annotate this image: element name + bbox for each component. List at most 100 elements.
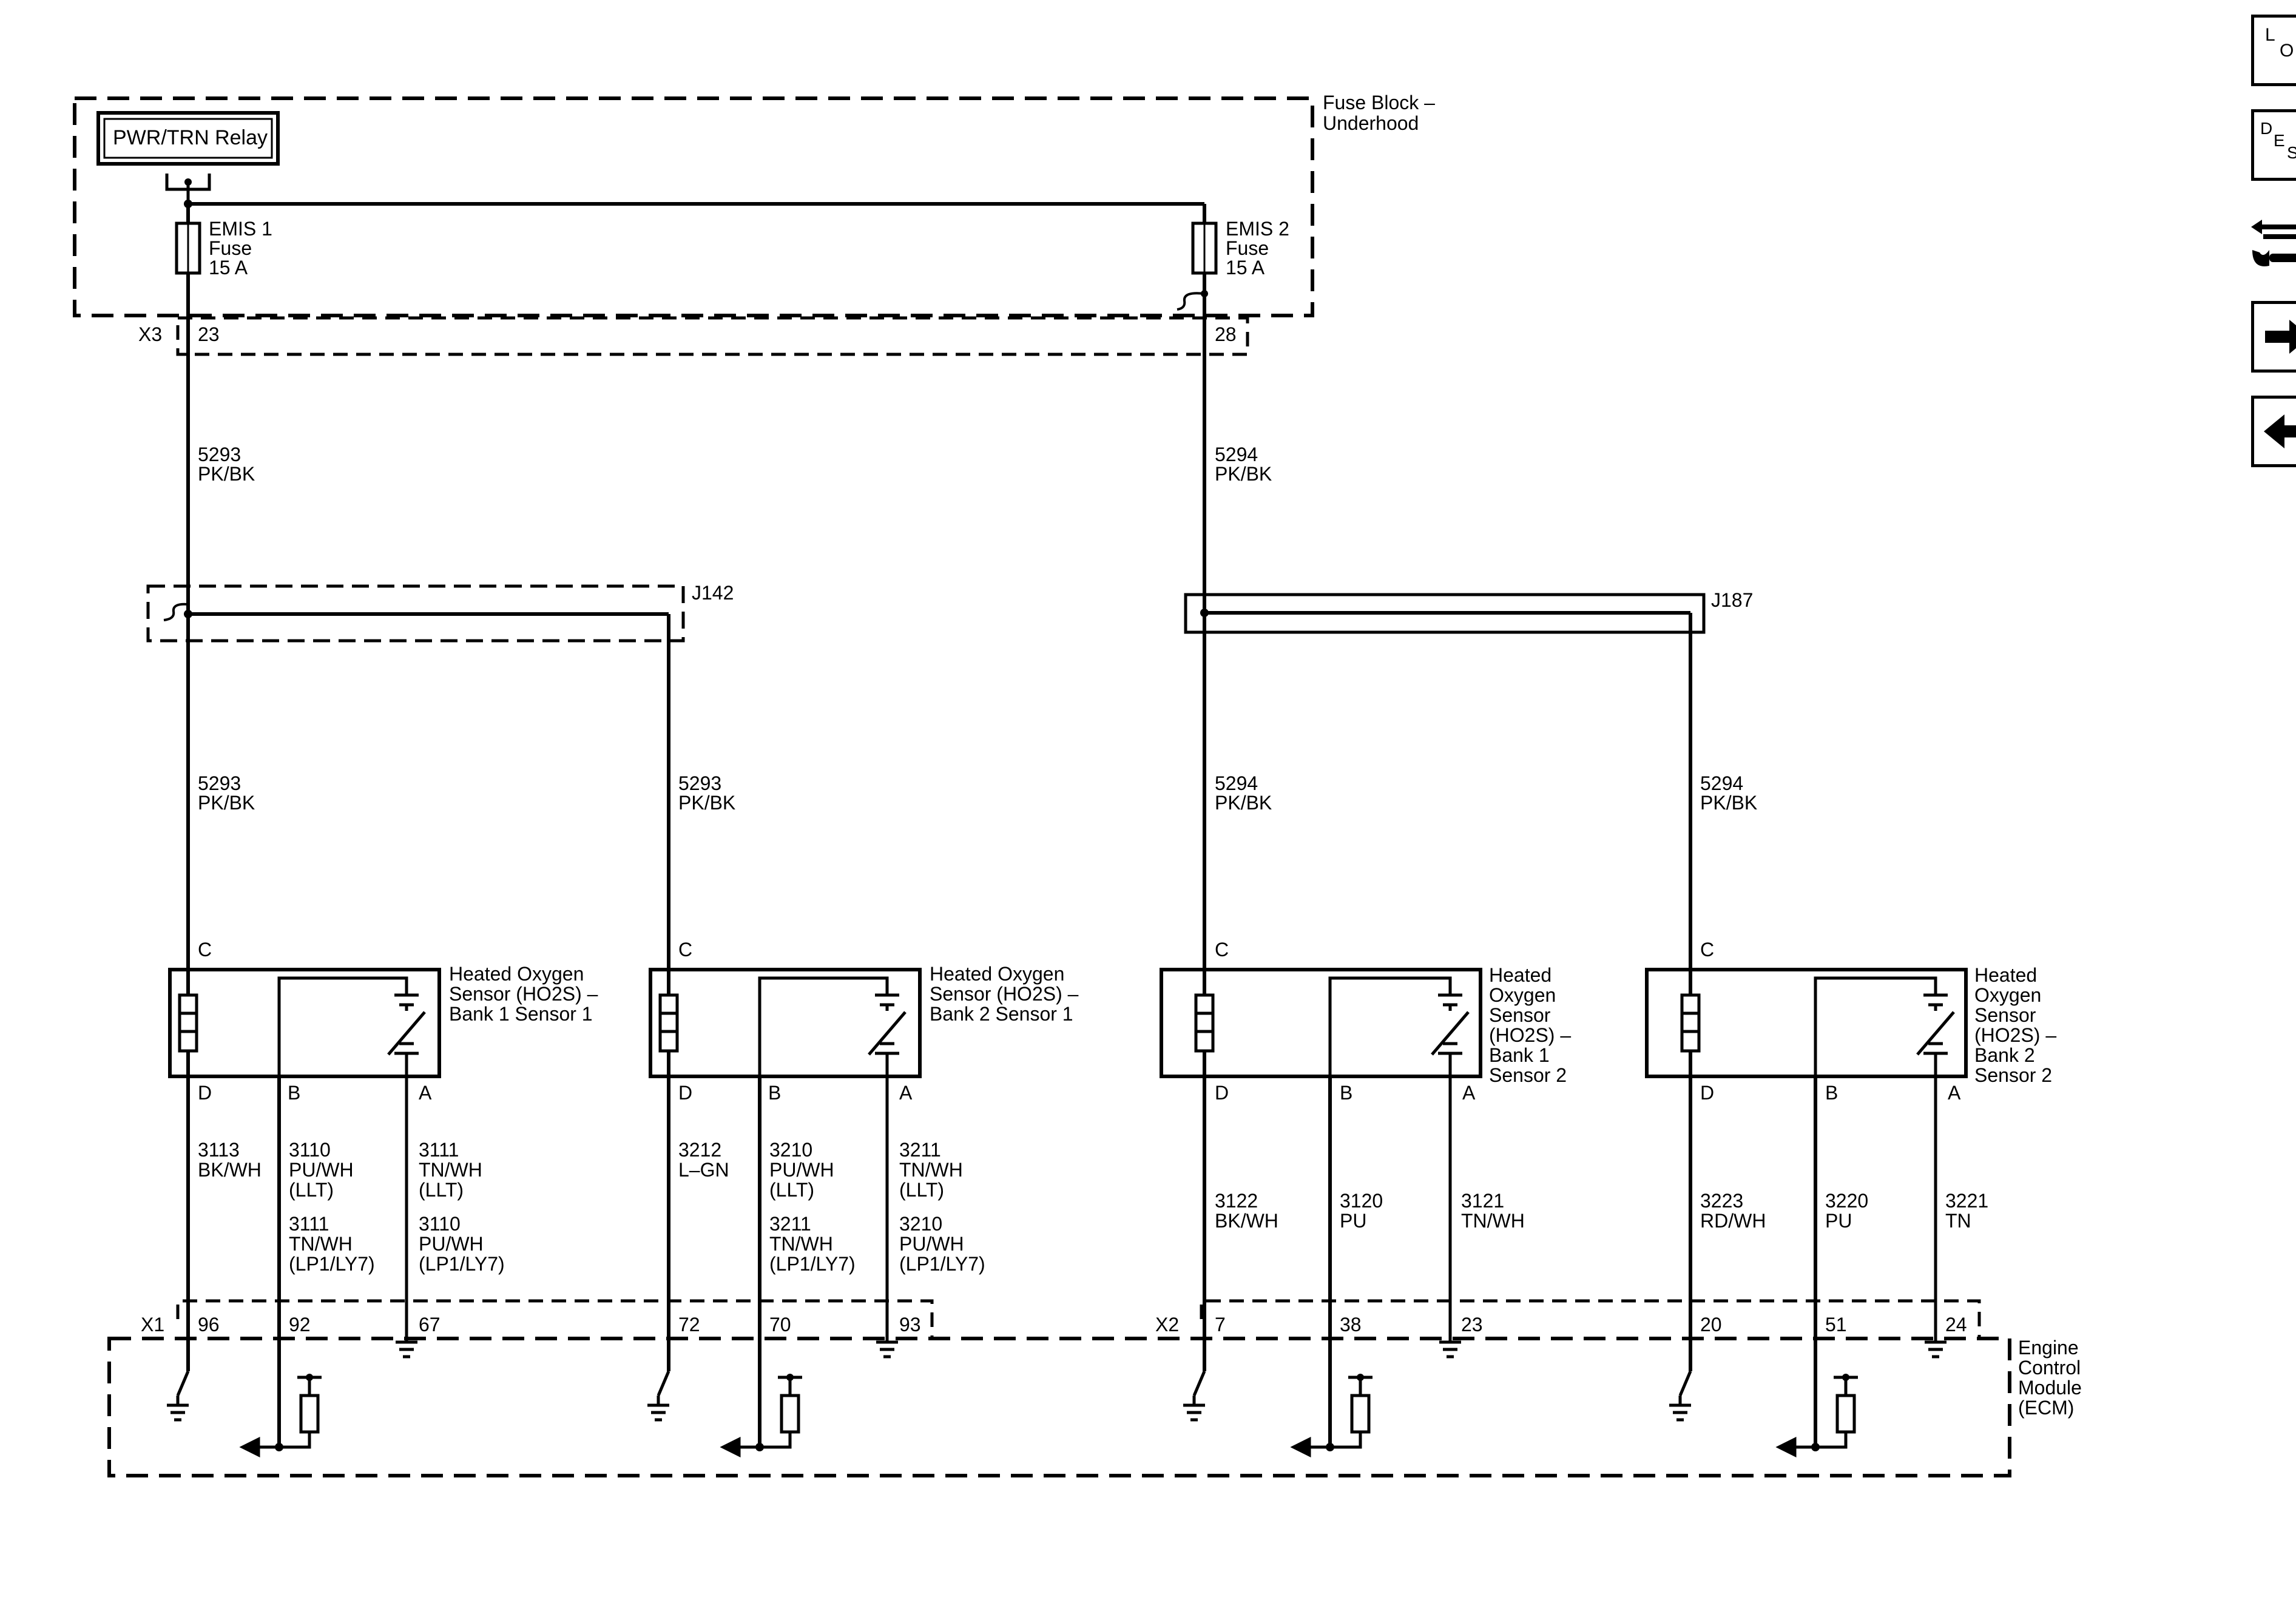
pin-b-label: B	[1340, 1082, 1352, 1104]
wire-color: L–GN	[678, 1159, 729, 1181]
ecm-pin: 24	[1945, 1314, 1967, 1335]
ecm-pin: 20	[1700, 1314, 1722, 1335]
wire-color: BK/WH	[1215, 1210, 1278, 1232]
sensor-box-b2s2	[1645, 968, 1968, 1078]
pin-a-label: A	[899, 1082, 913, 1104]
x1-connector-outline	[176, 1299, 934, 1338]
sensor-name-line: Bank 2 Sensor 1	[930, 1003, 1073, 1025]
wire-color: PU/WH	[769, 1159, 834, 1181]
ecm-label-line: Control	[2018, 1357, 2081, 1379]
sensor-name-line: Heated	[1489, 964, 1551, 986]
sensor-name-line: (HO2S) –	[1974, 1024, 2056, 1046]
wire-color: PK/BK	[1215, 463, 1272, 485]
pin-c-label: C	[1215, 939, 1229, 960]
relay-terminal	[165, 174, 211, 204]
icon-letter: E	[2274, 131, 2285, 150]
pin-b-label: B	[768, 1082, 781, 1104]
pin-d-label: D	[1215, 1082, 1229, 1104]
sensor-box-b2s1	[649, 968, 922, 1078]
arrow-left-icon	[2264, 414, 2296, 448]
pin-a-label: A	[1462, 1082, 1476, 1104]
wire-option: (LLT)	[419, 1179, 464, 1201]
wire-color: PU/WH	[289, 1159, 354, 1181]
ecm-pin: 7	[1215, 1314, 1226, 1335]
wire-color: RD/WH	[1700, 1210, 1766, 1232]
j142-splice	[146, 584, 685, 643]
pin-c-label: C	[678, 939, 692, 960]
wire-option: (LLT)	[899, 1179, 944, 1201]
previous-page-button[interactable]	[2251, 396, 2296, 467]
ecm-pin: 38	[1340, 1314, 1362, 1335]
pin-d-label: D	[198, 1082, 212, 1104]
pin-b-label: B	[1825, 1082, 1838, 1104]
wire-color: PU	[1825, 1210, 1852, 1232]
next-page-button[interactable]	[2251, 301, 2296, 373]
x2-connector-outline	[1200, 1299, 1981, 1338]
wire-circuit: 3122	[1215, 1190, 1258, 1212]
emis2-fuse-type: Fuse	[1226, 237, 1269, 259]
wire-option: (LLT)	[769, 1179, 814, 1201]
wire-circuit: 5293	[198, 444, 241, 465]
wire-option: (LP1/LY7)	[899, 1253, 985, 1275]
sensor-box-b1s2	[1160, 968, 1482, 1078]
relay-box	[96, 111, 280, 166]
wire-color: PU/WH	[419, 1233, 484, 1255]
wire-circuit: 5294	[1215, 444, 1258, 465]
ecm-pin: 67	[419, 1314, 441, 1335]
pin-c-label: C	[1700, 939, 1714, 960]
connector-tool-button[interactable]	[2245, 198, 2296, 283]
fuse-block-boundary	[73, 96, 1314, 317]
emis1-fuse-name: EMIS 1	[209, 218, 272, 240]
wire-color: TN/WH	[769, 1233, 833, 1255]
ecm-pin: 72	[678, 1314, 700, 1335]
ecm-pin: 51	[1825, 1314, 1847, 1335]
j187-splice	[1184, 593, 1706, 634]
sensor-name-line: Sensor (HO2S) –	[930, 983, 1079, 1005]
wire-color: TN/WH	[289, 1233, 353, 1255]
sensor-name-line: Heated	[1974, 964, 2037, 986]
wire-circuit: 5294	[1215, 772, 1258, 794]
wire-circuit: 3111	[289, 1213, 329, 1235]
wire-color: TN/WH	[1461, 1210, 1525, 1232]
sensor-name-line: Bank 1 Sensor 1	[449, 1003, 593, 1025]
emis1-fuse-rating: 15 A	[209, 257, 248, 279]
wire-color: PK/BK	[1215, 792, 1272, 814]
ecm-pin: 92	[289, 1314, 311, 1335]
pin-b-label: B	[288, 1082, 300, 1104]
arrow-right-icon	[2265, 320, 2296, 354]
wire-circuit: 3120	[1340, 1190, 1383, 1212]
wire-circuit: 5294	[1700, 772, 1743, 794]
desc-button[interactable]: D E S C	[2251, 109, 2296, 181]
icon-letter: S	[2287, 143, 2296, 162]
ecm-label-line: (ECM)	[2018, 1397, 2074, 1419]
loc-button[interactable]: L O C	[2251, 15, 2296, 86]
wire-circuit: 3210	[899, 1213, 942, 1235]
wire-circuit: 3113	[198, 1139, 240, 1161]
ecm-boundary	[107, 1337, 2011, 1477]
wire-color: TN/WH	[899, 1159, 963, 1181]
x3-connector-outline	[176, 316, 1249, 356]
wire-circuit: 5293	[678, 772, 721, 794]
fuse-pin-left: 23	[198, 323, 220, 345]
fuse-block-subtitle: Underhood	[1323, 112, 1419, 134]
relay-label: PWR/TRN Relay	[113, 126, 268, 149]
wire-color: PK/BK	[198, 463, 255, 485]
j187-label: J187	[1711, 589, 1753, 611]
wire-circuit: 3212	[678, 1139, 721, 1161]
pin-d-label: D	[1700, 1082, 1714, 1104]
ecm-label-line: Engine	[2018, 1337, 2079, 1359]
wire-color: PU/WH	[899, 1233, 964, 1255]
connector-x1-label: X1	[141, 1314, 164, 1335]
sensor-name-line: Heated Oxygen	[930, 963, 1064, 985]
wire-color: PK/BK	[1700, 792, 1757, 814]
ecm-pin: 93	[899, 1314, 921, 1335]
wire-color: BK/WH	[198, 1159, 262, 1181]
wire-circuit: 3121	[1461, 1190, 1504, 1212]
pin-c-label: C	[198, 939, 212, 960]
wire-circuit: 3110	[419, 1213, 461, 1235]
sensor-name-line: Heated Oxygen	[449, 963, 584, 985]
sensor-name-line: Sensor 2	[1974, 1064, 2052, 1086]
icon-letter: O	[2280, 41, 2294, 61]
sensor-name-line: Bank 2	[1974, 1044, 2035, 1066]
ecm-pin: 70	[769, 1314, 791, 1335]
